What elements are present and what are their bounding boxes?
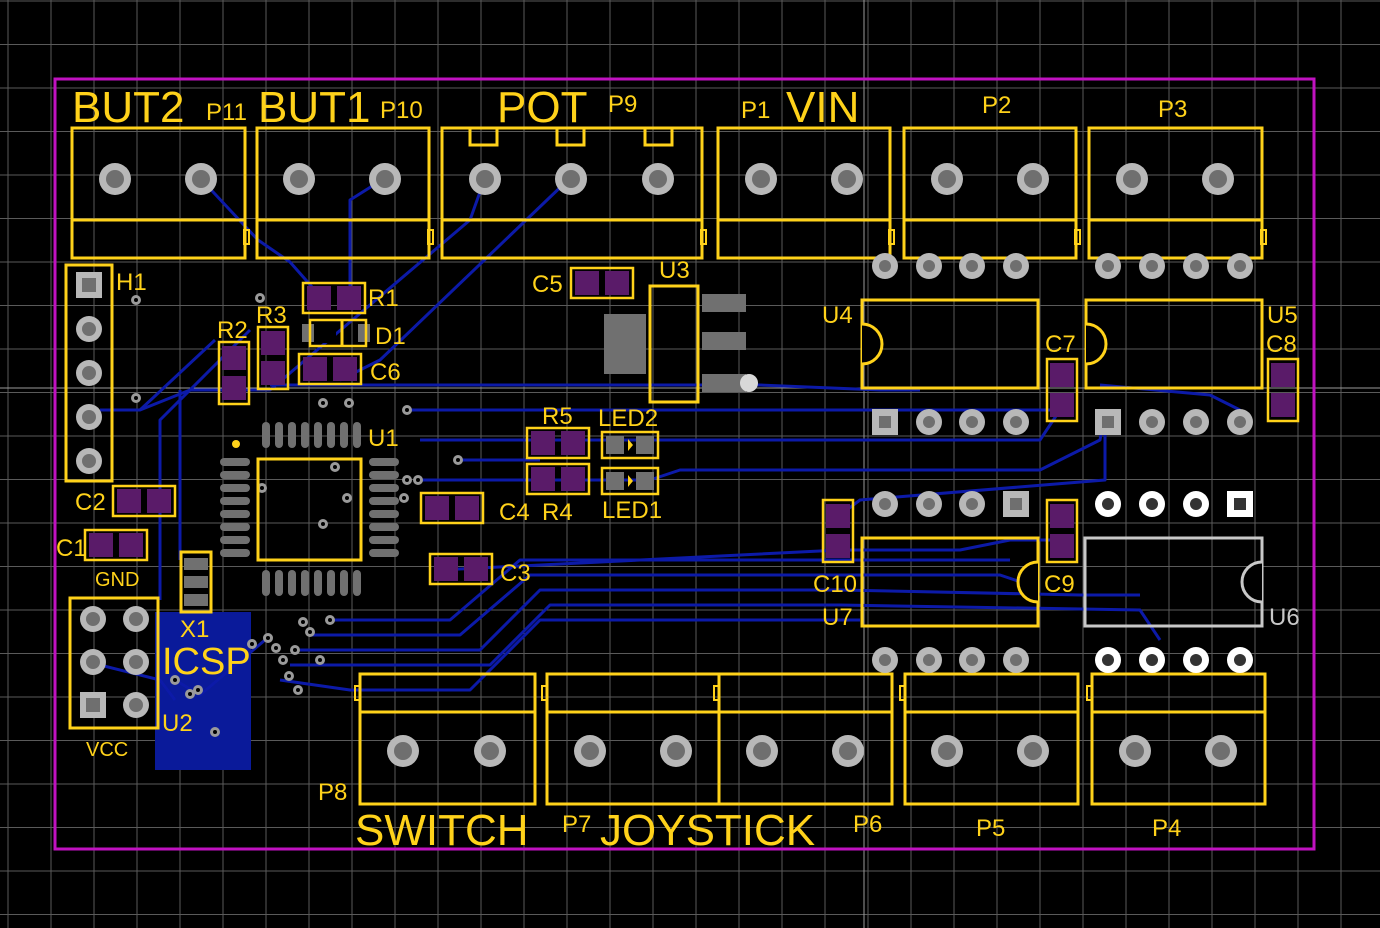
label-c9: C9 bbox=[1044, 571, 1075, 598]
d1-grey-pad-left bbox=[302, 324, 314, 342]
dip-chip[interactable] bbox=[1083, 491, 1264, 673]
label-vcc: VCC bbox=[86, 739, 128, 761]
label-p3: P3 bbox=[1158, 96, 1187, 123]
label-joystick: JOYSTICK bbox=[600, 806, 815, 855]
smd-part-vertical[interactable] bbox=[256, 325, 290, 391]
label-c5: C5 bbox=[532, 271, 563, 298]
board-outline bbox=[53, 77, 1316, 851]
smd-part-horizontal[interactable] bbox=[111, 484, 177, 518]
label-u2: U2 bbox=[162, 710, 193, 737]
terminal-block[interactable] bbox=[902, 126, 1081, 260]
label-p8: P8 bbox=[318, 779, 347, 806]
label-c4: C4 bbox=[499, 499, 530, 526]
led-smd[interactable] bbox=[600, 430, 660, 460]
x1-crystal[interactable] bbox=[179, 550, 213, 614]
label-but1: BUT1 bbox=[258, 83, 370, 132]
terminal-block[interactable] bbox=[354, 672, 537, 806]
dip-chip[interactable] bbox=[860, 253, 1040, 435]
label-pot: POT bbox=[497, 83, 587, 132]
terminal-block[interactable] bbox=[255, 126, 434, 260]
header-icsp[interactable] bbox=[68, 596, 160, 730]
label-r5: R5 bbox=[542, 403, 573, 430]
label-u6: U6 bbox=[1269, 604, 1300, 631]
dip-ic-packages bbox=[860, 253, 1264, 673]
label-but2: BUT2 bbox=[72, 83, 184, 132]
label-c6: C6 bbox=[370, 359, 401, 386]
terminal-block[interactable] bbox=[440, 126, 707, 260]
vias bbox=[131, 293, 463, 737]
label-d1: D1 bbox=[375, 323, 406, 350]
terminal-block[interactable] bbox=[70, 126, 250, 260]
label-c7: C7 bbox=[1045, 331, 1076, 358]
pot-notches bbox=[468, 128, 674, 147]
label-c1: C1 bbox=[56, 535, 87, 562]
smd-part-horizontal[interactable] bbox=[525, 426, 591, 460]
label-vin: VIN bbox=[786, 83, 859, 132]
label-r1: R1 bbox=[368, 285, 399, 312]
label-u3: U3 bbox=[659, 257, 690, 284]
u1-qfp-package[interactable] bbox=[220, 422, 399, 596]
d1-diode[interactable] bbox=[308, 318, 368, 348]
label-p9: P9 bbox=[608, 91, 637, 118]
smd-part-vertical[interactable] bbox=[1266, 357, 1300, 423]
terminal-block[interactable] bbox=[899, 672, 1080, 806]
label-led1: LED1 bbox=[602, 497, 662, 524]
label-led2: LED2 bbox=[598, 405, 658, 432]
smd-components bbox=[83, 266, 1300, 586]
label-switch: SWITCH bbox=[355, 806, 529, 855]
smd-part-horizontal[interactable] bbox=[428, 552, 494, 586]
label-h1: H1 bbox=[116, 269, 147, 296]
bottom-layer-traces bbox=[99, 176, 1241, 701]
smd-part-vertical[interactable] bbox=[217, 340, 251, 406]
top-terminal-blocks bbox=[70, 126, 1267, 260]
label-u5: U5 bbox=[1267, 302, 1298, 329]
label-c2: C2 bbox=[75, 489, 106, 516]
led-smd[interactable] bbox=[600, 466, 660, 496]
terminal-block[interactable] bbox=[713, 672, 894, 806]
terminal-block[interactable] bbox=[1086, 672, 1267, 806]
label-u4: U4 bbox=[822, 302, 853, 329]
smd-part-horizontal[interactable] bbox=[419, 491, 485, 525]
smd-part-horizontal[interactable] bbox=[297, 352, 363, 386]
label-u1: U1 bbox=[368, 425, 399, 452]
smd-part-horizontal[interactable] bbox=[83, 528, 149, 562]
label-c10: C10 bbox=[813, 571, 857, 598]
label-p1: P1 bbox=[741, 97, 770, 124]
label-gnd: GND bbox=[95, 569, 139, 591]
u3-regulator[interactable] bbox=[604, 284, 758, 404]
smd-part-vertical[interactable] bbox=[1045, 357, 1079, 423]
label-c8: C8 bbox=[1266, 331, 1297, 358]
label-p7: P7 bbox=[562, 811, 591, 838]
label-r2: R2 bbox=[217, 317, 248, 344]
terminal-block[interactable] bbox=[1087, 126, 1267, 260]
bottom-terminal-blocks bbox=[354, 672, 1267, 806]
label-r3: R3 bbox=[256, 302, 287, 329]
label-c3: C3 bbox=[500, 560, 531, 587]
header-h1[interactable] bbox=[64, 263, 114, 483]
smd-part-vertical[interactable] bbox=[1045, 498, 1079, 564]
dip-chip[interactable] bbox=[1084, 253, 1264, 435]
label-p5: P5 bbox=[976, 815, 1005, 842]
label-p6: P6 bbox=[853, 811, 882, 838]
label-p2: P2 bbox=[982, 92, 1011, 119]
smd-part-horizontal[interactable] bbox=[569, 266, 635, 300]
label-icsp: ICSP bbox=[162, 641, 251, 683]
label-p4: P4 bbox=[1152, 815, 1181, 842]
smd-part-horizontal[interactable] bbox=[301, 281, 367, 315]
d1-grey-pad-right bbox=[358, 324, 370, 342]
dip-chip[interactable] bbox=[860, 491, 1040, 673]
label-p10: P10 bbox=[380, 97, 423, 124]
label-p11: P11 bbox=[206, 99, 247, 126]
terminal-block[interactable] bbox=[716, 126, 895, 260]
label-r4: R4 bbox=[542, 499, 573, 526]
smd-part-horizontal[interactable] bbox=[525, 462, 591, 496]
smd-part-vertical[interactable] bbox=[821, 498, 855, 564]
label-x1: X1 bbox=[180, 616, 209, 643]
label-u7: U7 bbox=[822, 604, 853, 631]
silkscreen-labels: BUT2 BUT1 POT VIN SWITCH JOYSTICK ICSP P11 P10 P9… bbox=[56, 83, 1300, 855]
